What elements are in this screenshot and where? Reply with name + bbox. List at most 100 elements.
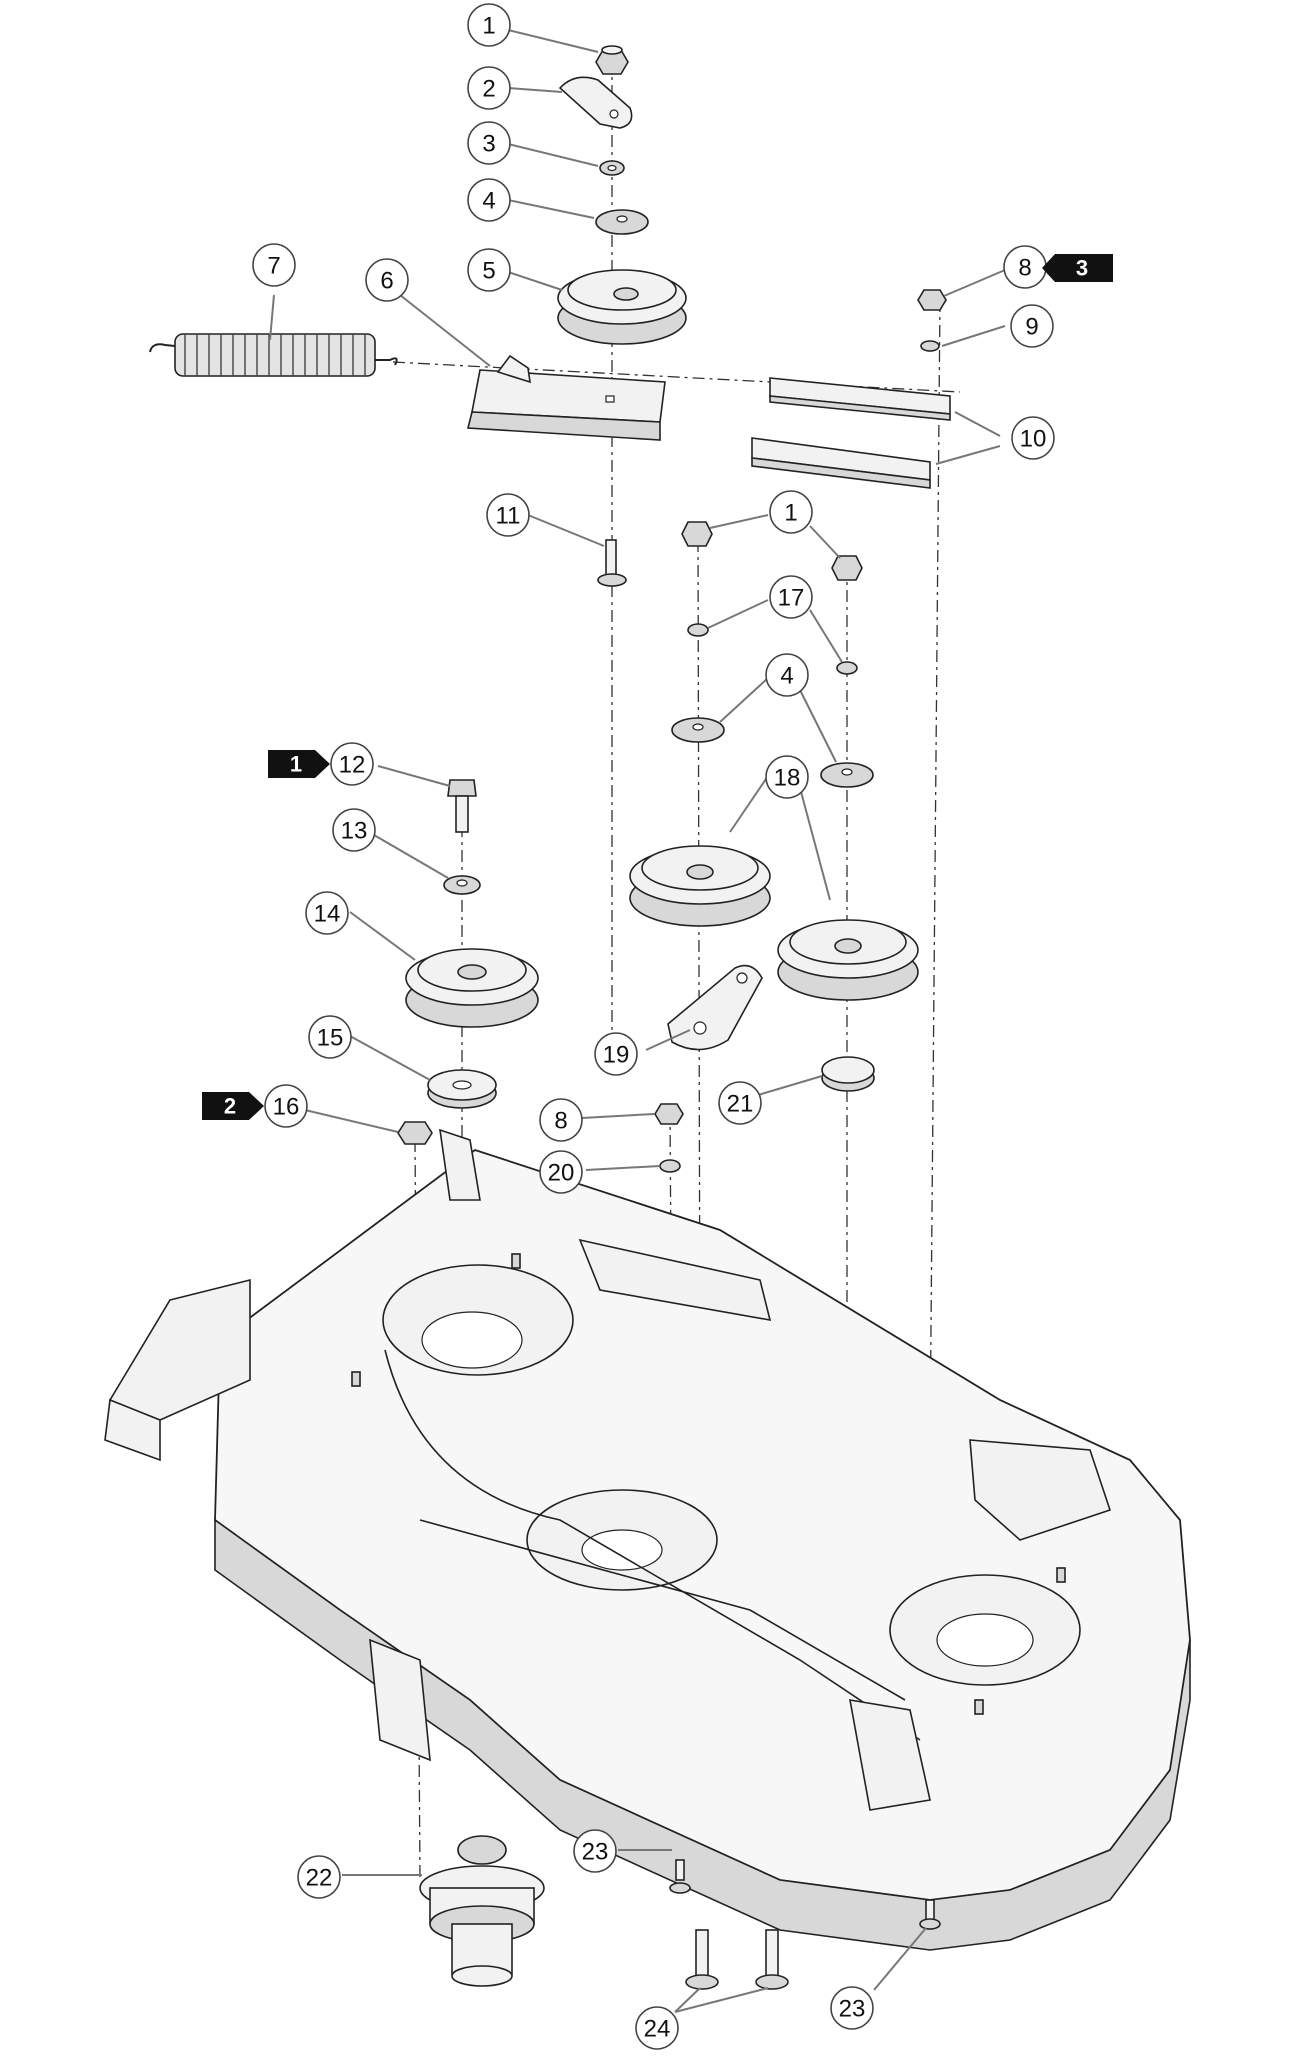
svg-text:12: 12 (339, 752, 366, 779)
washer-part-9 (920, 340, 940, 352)
svg-text:1: 1 (784, 500, 797, 527)
callout-16: 16 (264, 1084, 308, 1128)
svg-text:23: 23 (582, 1839, 609, 1866)
bolt-part-23-right (919, 1899, 941, 1930)
svg-text:2: 2 (482, 76, 495, 103)
bolt-part-24-left (685, 1929, 719, 1990)
nut-part-1-right (831, 555, 863, 581)
pulley-part-5 (557, 269, 687, 345)
callout-18: 18 (765, 755, 809, 799)
washer-part-20 (659, 1159, 681, 1173)
bolt-part-23-mid (669, 1859, 691, 1894)
svg-text:13: 13 (341, 818, 368, 845)
bracket-part-2 (558, 76, 633, 129)
callout-8-top: 8 (1003, 245, 1047, 289)
flag-1: 1 (268, 750, 330, 778)
spindle-part-22 (419, 1835, 545, 1987)
callout-12: 12 (330, 742, 374, 786)
svg-text:4: 4 (482, 188, 495, 215)
svg-text:11: 11 (496, 503, 521, 530)
svg-text:8: 8 (1018, 255, 1031, 282)
spacer-part-4-left (671, 717, 725, 743)
svg-text:16: 16 (273, 1094, 300, 1121)
nut-part-8-mid (654, 1103, 684, 1125)
svg-text:5: 5 (482, 258, 495, 285)
svg-text:23: 23 (839, 1996, 866, 2023)
callout-1-top: 1 (467, 3, 511, 47)
callout-7: 7 (252, 243, 296, 287)
flag-2: 2 (202, 1092, 264, 1120)
callout-23-mid: 23 (573, 1829, 617, 1873)
svg-text:7: 7 (267, 253, 280, 280)
bolt-part-12 (447, 779, 477, 833)
callout-1-mid: 1 (769, 490, 813, 534)
pulley-part-18-right (777, 919, 919, 1001)
pulley-part-14 (405, 948, 539, 1028)
callout-10: 10 (1011, 416, 1055, 460)
callout-13: 13 (332, 808, 376, 852)
callout-17: 17 (769, 575, 813, 619)
svg-text:20: 20 (548, 1160, 575, 1187)
svg-text:15: 15 (317, 1025, 344, 1052)
svg-text:18: 18 (774, 765, 801, 792)
flag-3: 3 (1042, 254, 1113, 282)
washer-part-3 (599, 160, 625, 176)
nut-part-1-top (595, 45, 629, 75)
nut-part-16 (397, 1121, 433, 1145)
callout-21: 21 (718, 1081, 762, 1125)
idler-arm-part-19 (667, 964, 763, 1051)
washer-part-17-right (836, 661, 858, 675)
leader-lines (269, 29, 1006, 2013)
svg-text:8: 8 (554, 1108, 567, 1135)
svg-text:17: 17 (778, 585, 805, 612)
spring-part-7 (149, 333, 398, 377)
callout-4-mid: 4 (765, 653, 809, 697)
callout-4-top: 4 (467, 178, 511, 222)
callout-6: 6 (365, 258, 409, 302)
rail-part-10-top (769, 377, 951, 421)
callout-23-right: 23 (830, 1986, 874, 2030)
svg-text:9: 9 (1025, 314, 1038, 341)
washer-part-17-left (687, 623, 709, 637)
pulley-part-18-left (629, 845, 771, 927)
nut-part-8-top (917, 289, 947, 311)
bolt-part-24-right (755, 1929, 789, 1990)
svg-text:3: 3 (1076, 256, 1088, 281)
callout-3: 3 (467, 121, 511, 165)
reference-flags: 3 1 2 (202, 254, 1113, 1120)
svg-text:21: 21 (727, 1091, 754, 1118)
callout-15: 15 (308, 1015, 352, 1059)
svg-text:6: 6 (380, 268, 393, 295)
rail-part-10-bottom (751, 437, 931, 489)
callout-20: 20 (539, 1150, 583, 1194)
nut-part-1-left (681, 521, 713, 547)
spacer-part-4-top (595, 209, 649, 235)
callout-8-mid: 8 (539, 1098, 583, 1142)
spacer-part-15 (427, 1069, 497, 1109)
svg-text:2: 2 (224, 1094, 236, 1119)
mower-deck (104, 1128, 1191, 1951)
svg-text:1: 1 (290, 752, 302, 777)
spacer-part-21 (821, 1056, 875, 1092)
svg-text:1: 1 (482, 13, 495, 40)
spacer-part-4-right (820, 762, 874, 788)
callout-11: 11 (486, 493, 530, 537)
callout-24: 24 (635, 2006, 679, 2050)
svg-text:22: 22 (306, 1865, 333, 1892)
bolt-part-11 (597, 539, 627, 587)
svg-text:14: 14 (314, 901, 341, 928)
svg-text:10: 10 (1020, 426, 1047, 453)
callout-2: 2 (467, 66, 511, 110)
callout-22: 22 (297, 1855, 341, 1899)
callout-19: 19 (594, 1032, 638, 1076)
plate-part-6 (466, 354, 666, 441)
callout-5: 5 (467, 248, 511, 292)
washer-part-13 (443, 875, 481, 895)
callout-14: 14 (305, 891, 349, 935)
callout-balloons: 1 2 3 4 5 6 7 8 9 10 11 1 17 4 12 13 18 … (252, 3, 1055, 2050)
svg-text:24: 24 (644, 2016, 671, 2043)
svg-text:19: 19 (603, 1042, 630, 1069)
svg-text:4: 4 (780, 663, 793, 690)
callout-9: 9 (1010, 304, 1054, 348)
